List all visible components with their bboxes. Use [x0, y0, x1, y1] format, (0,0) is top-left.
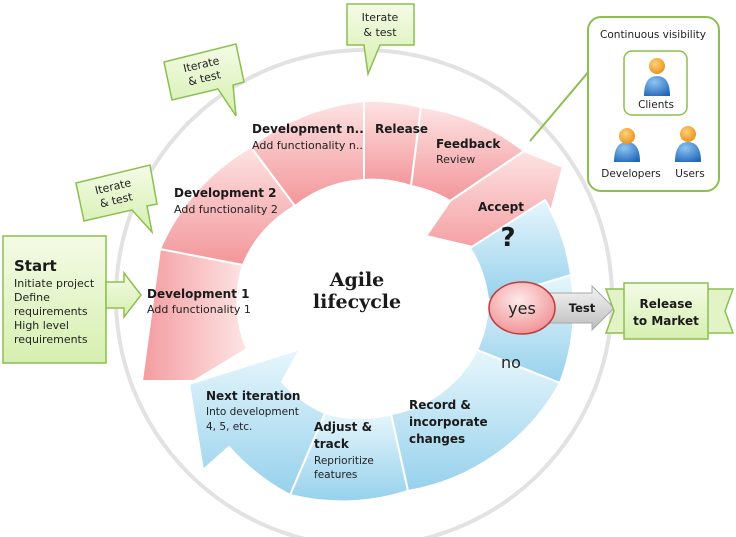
- feedback-title: Feedback: [436, 137, 501, 151]
- adjust-sub1: Reprioritize: [314, 455, 374, 467]
- visibility-title: Continuous visibility: [600, 29, 706, 41]
- center-title-line1: Agile: [329, 269, 385, 291]
- test-arrow: [547, 284, 615, 332]
- adjust-line1: Adjust &: [314, 420, 372, 434]
- start-box: Start Initiate project Define requiremen…: [2, 235, 142, 364]
- accept-title: Accept: [478, 200, 524, 214]
- start-title: Start: [14, 257, 57, 275]
- next-title: Next iteration: [206, 389, 300, 403]
- yes-oval: [488, 281, 556, 335]
- callout-iterate-2: Iterate & test: [163, 43, 245, 117]
- next-sub1: Into development: [206, 406, 299, 418]
- dev2-title: Development 2: [174, 186, 276, 200]
- next-sub2: 4, 5, etc.: [206, 421, 252, 433]
- release-market-line1: Release: [639, 297, 692, 311]
- accept-question-mark: ?: [500, 223, 515, 253]
- callout-2-shape: [163, 43, 245, 117]
- adjust-line2: track: [314, 437, 350, 451]
- visibility-box: Continuous visibility Clients Developers…: [529, 16, 720, 192]
- release-title: Release: [375, 122, 428, 136]
- start-line-3: requirements: [14, 305, 88, 318]
- center-title-line2: lifecycle: [313, 291, 401, 313]
- release-market-line2: to Market: [633, 314, 699, 328]
- record-line2: incorporate: [409, 415, 488, 429]
- users-label: Users: [675, 168, 704, 180]
- visibility-connector: [529, 69, 591, 142]
- devn-title: Development n..: [252, 122, 364, 136]
- release-market-banner: Release to Market: [604, 282, 735, 340]
- dev2-sub: Add functionality 2: [174, 203, 278, 216]
- start-line-1: Initiate project: [14, 277, 95, 290]
- yes-label: yes: [508, 299, 536, 318]
- dev1-sub: Add functionality 1: [147, 303, 251, 316]
- start-line-2: Define: [14, 291, 50, 304]
- segment-dev1: [140, 247, 249, 382]
- no-label: no: [501, 353, 521, 372]
- callout-iterate-1: Iterate & test: [75, 164, 158, 235]
- callout-3-shape: [346, 3, 415, 77]
- user-person-icon: [675, 126, 701, 162]
- devn-sub: Add functionality n..: [252, 139, 363, 152]
- feedback-sub: Review: [436, 153, 475, 166]
- callout-iterate-3: Iterate & test: [346, 3, 415, 77]
- record-line1: Record &: [409, 398, 471, 412]
- segment-next-arrow: [187, 347, 327, 497]
- callout-3-line2: & test: [363, 26, 397, 39]
- start-line-4: High level: [14, 319, 69, 332]
- callout-3-line1: Iterate: [362, 11, 399, 24]
- test-label: Test: [569, 301, 596, 315]
- record-line3: changes: [409, 432, 465, 446]
- start-line-5: requirements: [14, 333, 88, 346]
- developers-label: Developers: [601, 168, 660, 180]
- callout-1-shape: [75, 164, 158, 235]
- banner-body: [623, 282, 709, 340]
- dev1-title: Development 1: [147, 287, 249, 301]
- segment-feedback: [409, 105, 526, 203]
- clients-label: Clients: [638, 99, 674, 111]
- adjust-sub2: features: [314, 469, 357, 481]
- client-person-icon: [644, 58, 670, 96]
- developer-person-icon: [614, 128, 640, 162]
- start-arrow: [105, 270, 142, 320]
- start-box-bg: [2, 235, 107, 364]
